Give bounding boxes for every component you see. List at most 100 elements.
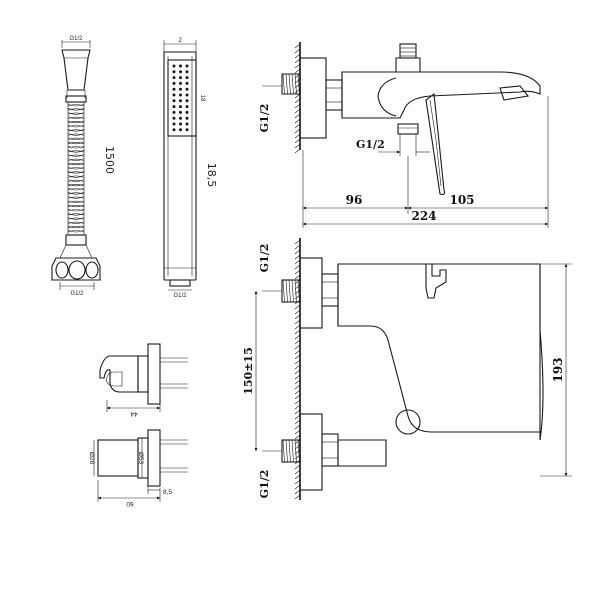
hose-top-label: G1/2 (69, 36, 83, 42)
wall-hatch-line (294, 274, 301, 280)
hose-coil (67, 208, 85, 212)
wall-hatch-line (294, 369, 301, 375)
hose-coil (67, 108, 85, 111)
hose-coil (67, 149, 85, 153)
hose-coil (67, 171, 85, 174)
wall-hatch-line (294, 93, 301, 99)
thread-line (294, 439, 297, 463)
wall-hatch-line (294, 339, 301, 345)
hose-coil (67, 188, 85, 191)
hose-coil (67, 163, 85, 166)
thread-line (285, 439, 288, 463)
wall-hatch-line (294, 43, 301, 49)
nozzle (172, 105, 176, 109)
nozzle (185, 128, 189, 132)
hose-coil (67, 167, 85, 170)
nozzle (185, 110, 189, 114)
thread-line (288, 439, 291, 463)
nozzle (172, 87, 176, 91)
holder-width-label: 44 (130, 410, 138, 417)
nozzle (172, 70, 176, 74)
hose-coil (67, 112, 85, 115)
dim-left-label: 96 (346, 193, 363, 207)
wall-hatch-line (294, 464, 301, 470)
thread-line (291, 73, 294, 95)
wall-hatch-line (294, 474, 301, 480)
wall-hatch-line (294, 319, 301, 325)
wall-hatch-line (294, 264, 301, 270)
hose-coil (67, 217, 85, 220)
wall-hatch-line (294, 138, 301, 144)
centers-label: 150±15 (242, 347, 255, 395)
nozzle (172, 128, 176, 132)
nozzle (172, 116, 176, 120)
nozzle (172, 64, 176, 68)
hose-coil (67, 145, 85, 149)
outlet-label: G1/2 (356, 138, 385, 151)
top-connector-label: G1/2 (258, 104, 271, 133)
front-connector-bottom-label: G1/2 (258, 470, 271, 499)
nozzle (172, 99, 176, 103)
wall-hatch-line (294, 314, 301, 320)
hose-coil (67, 217, 85, 220)
hose-coil (67, 229, 85, 233)
wall-hatch-line (294, 439, 301, 445)
hose-coil (67, 116, 85, 119)
handshower-length-label: 18,5 (205, 163, 218, 188)
hose-coil (67, 221, 85, 224)
hose-coil (67, 200, 85, 203)
hose-coil (67, 204, 85, 208)
handshower-top-label: 2 (178, 38, 182, 44)
shower-hose: G1/2 G1/2 1500 (51, 36, 116, 297)
nozzle (185, 116, 189, 120)
wall-hatch-line (294, 53, 301, 59)
wall-hatch-line (294, 364, 301, 370)
hose-length-label: 1500 (103, 146, 116, 174)
nozzle (185, 122, 189, 126)
nozzle (172, 76, 176, 80)
wall-hatch-line (294, 489, 301, 495)
nozzle (185, 93, 189, 97)
hose-coil (67, 103, 85, 107)
thread-line (294, 73, 297, 95)
hose-coil (67, 230, 85, 233)
wall-hatch-line (294, 98, 301, 104)
thread-line (282, 73, 285, 95)
nozzle (179, 116, 182, 120)
wall-hatch-line (294, 379, 301, 385)
nozzle (185, 76, 189, 80)
wall-hatch-line (294, 389, 301, 395)
nozzle (185, 87, 189, 91)
hose-coil (67, 158, 85, 161)
spray-nozzles (172, 64, 189, 132)
wall-hatch-line (294, 334, 301, 340)
wall-hatch-line (294, 424, 301, 430)
thread-line (282, 279, 285, 303)
wall-hatch-line (294, 259, 301, 265)
nozzle (172, 81, 176, 85)
hose-coil (67, 179, 85, 182)
hose-coil (67, 196, 85, 199)
holder-offset-label: 8,5 (163, 489, 172, 496)
wall-hatch-line (294, 324, 301, 330)
hose-coil (67, 112, 85, 115)
nozzle (179, 76, 182, 80)
wall-hatch-line (294, 304, 301, 310)
nozzle (179, 99, 182, 103)
holder-outer-dia-label: Ø28 (88, 452, 95, 465)
wall-hatch-line (294, 73, 301, 79)
wall-hatch-line (294, 133, 301, 139)
wall-hatch-line (294, 414, 301, 420)
thread-line (282, 439, 285, 463)
hose-coil (67, 129, 85, 132)
hose-coil (67, 187, 85, 191)
wall-hatch-line (294, 429, 301, 435)
wall-hatch-line (294, 118, 301, 124)
hose-coil (67, 116, 85, 119)
holder-inner-dia-label: Ø53 (137, 452, 144, 465)
hose-coil (67, 175, 85, 178)
nozzle (179, 81, 182, 85)
thread-line (297, 73, 300, 95)
thread-line (291, 279, 294, 303)
